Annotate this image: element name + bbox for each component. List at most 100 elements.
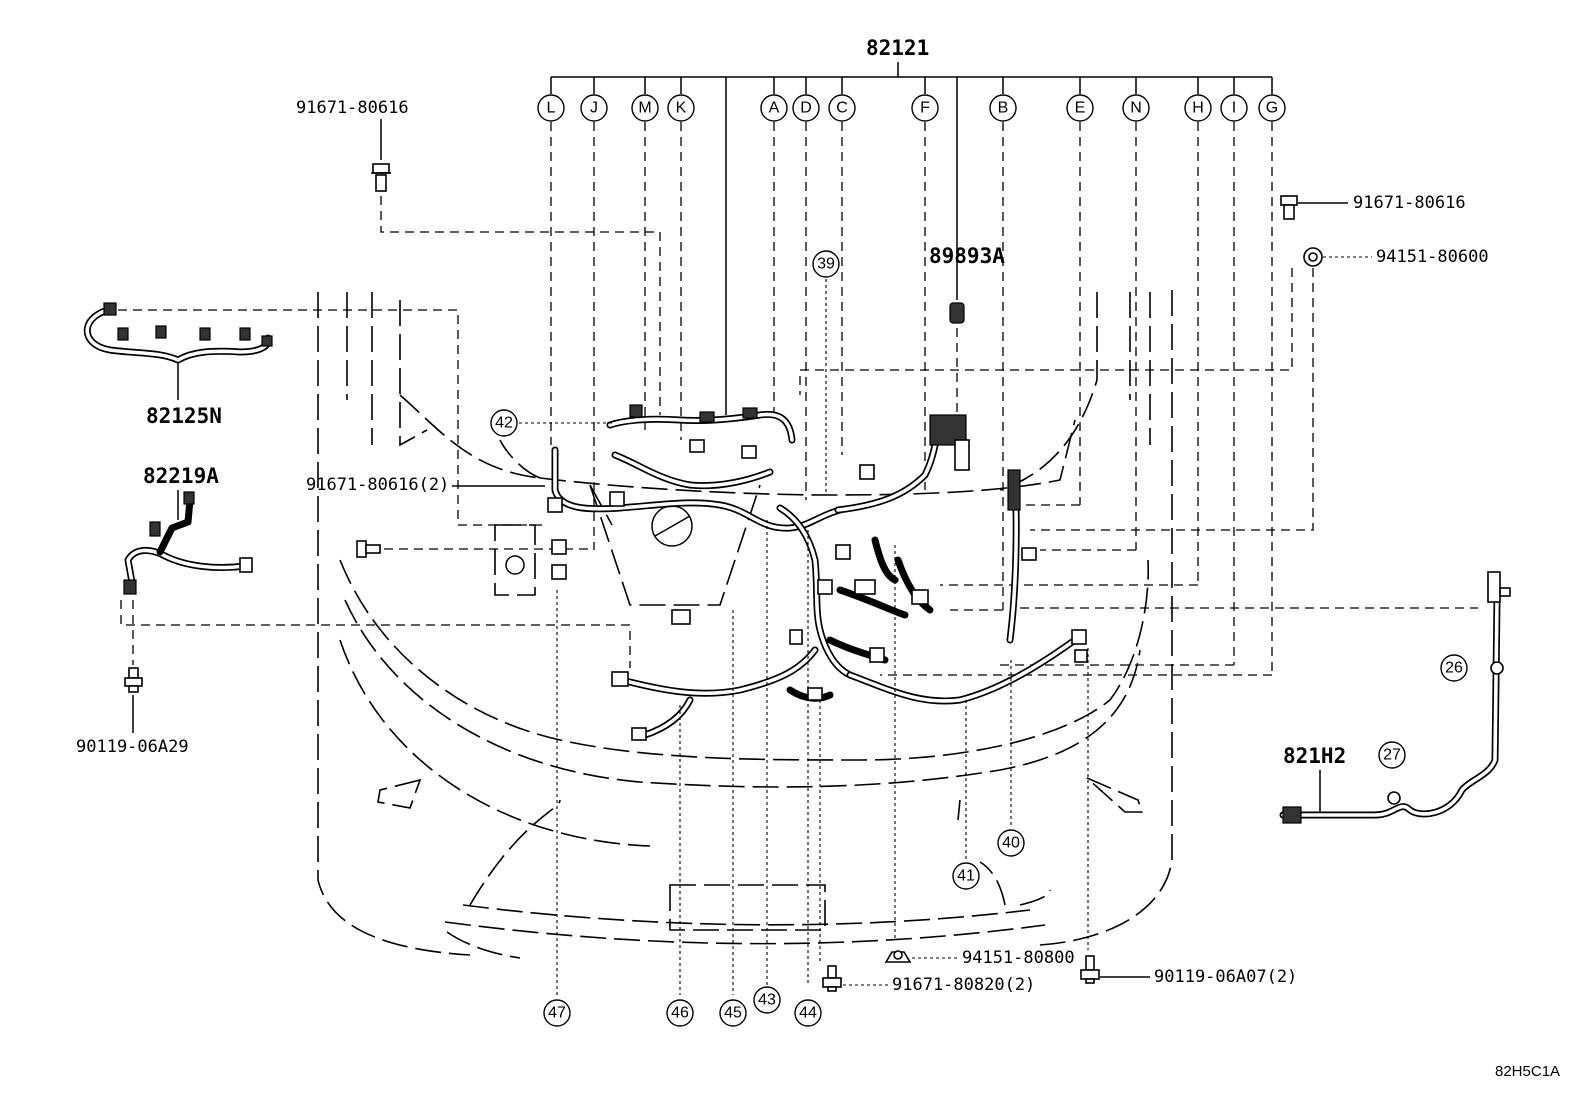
bolt-bottom-right-label: 90119-06A07(2) [1154, 967, 1297, 987]
grommet-label: 89893A [929, 244, 1005, 268]
callout-47: 47 [543, 999, 571, 1027]
callout-circle [631, 94, 659, 122]
callout-label: M [638, 100, 651, 117]
callout-label: B [998, 100, 1009, 117]
callout-circle [1258, 94, 1286, 122]
callout-label: 43 [758, 992, 776, 1009]
callout-circle [537, 94, 565, 122]
callout-circle [543, 999, 571, 1027]
bolt-icon [822, 965, 842, 992]
callout-label: 27 [1383, 747, 1401, 764]
bolt-bottom-mid: 91671-80820(2) [822, 965, 1035, 995]
callout-label: N [1130, 100, 1142, 117]
callout-42: 42 [490, 409, 518, 437]
callout-label: H [1192, 100, 1204, 117]
bolt-left-bottom: 90119-06A29 [76, 600, 189, 757]
sub-harness-2-label: 82219A [143, 464, 219, 488]
callout-label: 42 [495, 415, 513, 432]
callout-circle [753, 986, 781, 1014]
connector-icon [547, 404, 1088, 741]
connector-icon [103, 302, 273, 347]
callout-26: 26 [1440, 654, 1468, 682]
bolt-icon [371, 163, 391, 192]
grommet-icon [949, 302, 965, 324]
bolt-top-left-label: 91671-80616 [296, 98, 409, 118]
vehicle-body-outline [317, 290, 1173, 959]
callout-39: 39 [812, 250, 840, 278]
bolt-bottom-right: 90119-06A07(2) [1080, 955, 1297, 987]
callout-circle [667, 94, 695, 122]
callout-label: 40 [1002, 835, 1020, 852]
number-callouts: 39 42 26 27 40 41 47 46 45 43 44 [490, 250, 1468, 1027]
callout-C: C [828, 94, 856, 122]
callout-40: 40 [997, 829, 1025, 857]
callout-44: 44 [794, 999, 822, 1027]
callout-circle [1066, 94, 1094, 122]
callout-circle [580, 94, 608, 122]
callout-E: E [1066, 94, 1094, 122]
callout-M: M [631, 94, 659, 122]
letter-leader-lines [550, 122, 1273, 676]
callout-46: 46 [666, 999, 694, 1027]
callout-H: H [1184, 94, 1212, 122]
bolt-left-mid: 91671-80616(2) [306, 475, 590, 558]
callout-41: 41 [952, 862, 980, 890]
callout-circle [828, 94, 856, 122]
bolt-icon [124, 667, 143, 693]
callout-circle [490, 409, 518, 437]
callout-circle [1440, 654, 1468, 682]
callout-label: 41 [957, 868, 975, 885]
connector-icon [123, 491, 253, 595]
nut-bottom-label: 94151-80800 [962, 948, 1075, 968]
callout-label: I [1232, 100, 1236, 117]
callout-circle [1184, 94, 1212, 122]
callout-label: C [836, 100, 848, 117]
callout-label: G [1266, 100, 1278, 117]
callout-circle [1122, 94, 1150, 122]
callout-circle [794, 999, 822, 1027]
callout-label: 39 [817, 256, 835, 273]
sub-harness-82125n: 82125N [83, 302, 545, 526]
callout-J: J [580, 94, 608, 122]
callout-label: 44 [799, 1005, 817, 1022]
main-part-bracket: 82121 [550, 36, 1273, 415]
callout-label: E [1075, 100, 1086, 117]
nut-bottom: 94151-80800 [884, 948, 1075, 968]
callout-L: L [537, 94, 565, 122]
nut-icon [884, 950, 912, 963]
bolt-left-mid-label: 91671-80616(2) [306, 475, 449, 495]
callout-circle [666, 999, 694, 1027]
nut-icon [1303, 247, 1323, 267]
callout-43: 43 [753, 986, 781, 1014]
callout-label: K [676, 100, 687, 117]
nut-right: 94151-80600 [799, 247, 1489, 531]
bolt-left-bottom-label: 90119-06A29 [76, 737, 189, 757]
bolt-icon [1280, 195, 1298, 220]
sensor-harness-821h2: 821H2 [1020, 571, 1511, 824]
sensor-harness-label: 821H2 [1283, 744, 1346, 768]
callout-N: N [1122, 94, 1150, 122]
callout-A: A [760, 94, 788, 122]
nut-right-label: 94151-80600 [1376, 247, 1489, 267]
bolt-icon [1080, 955, 1100, 984]
callout-label: F [920, 100, 930, 117]
callout-label: 47 [548, 1005, 566, 1022]
callout-label: 26 [1445, 660, 1463, 677]
bolt-top-left: 91671-80616 [296, 98, 661, 415]
callout-circle [760, 94, 788, 122]
callout-circle [719, 999, 747, 1027]
sub-harness-1-label: 82125N [146, 404, 222, 428]
callout-K: K [667, 94, 695, 122]
callout-F: F [911, 94, 939, 122]
callout-label: L [547, 100, 556, 117]
callout-B: B [989, 94, 1017, 122]
sub-harness-82219a: 82219A [120, 464, 631, 668]
callout-label: A [769, 100, 780, 117]
callout-45: 45 [719, 999, 747, 1027]
callout-circle [911, 94, 939, 122]
bolt-top-right-label: 91671-80616 [1353, 193, 1466, 213]
callout-label: D [800, 100, 812, 117]
main-part-label: 82121 [866, 36, 929, 60]
